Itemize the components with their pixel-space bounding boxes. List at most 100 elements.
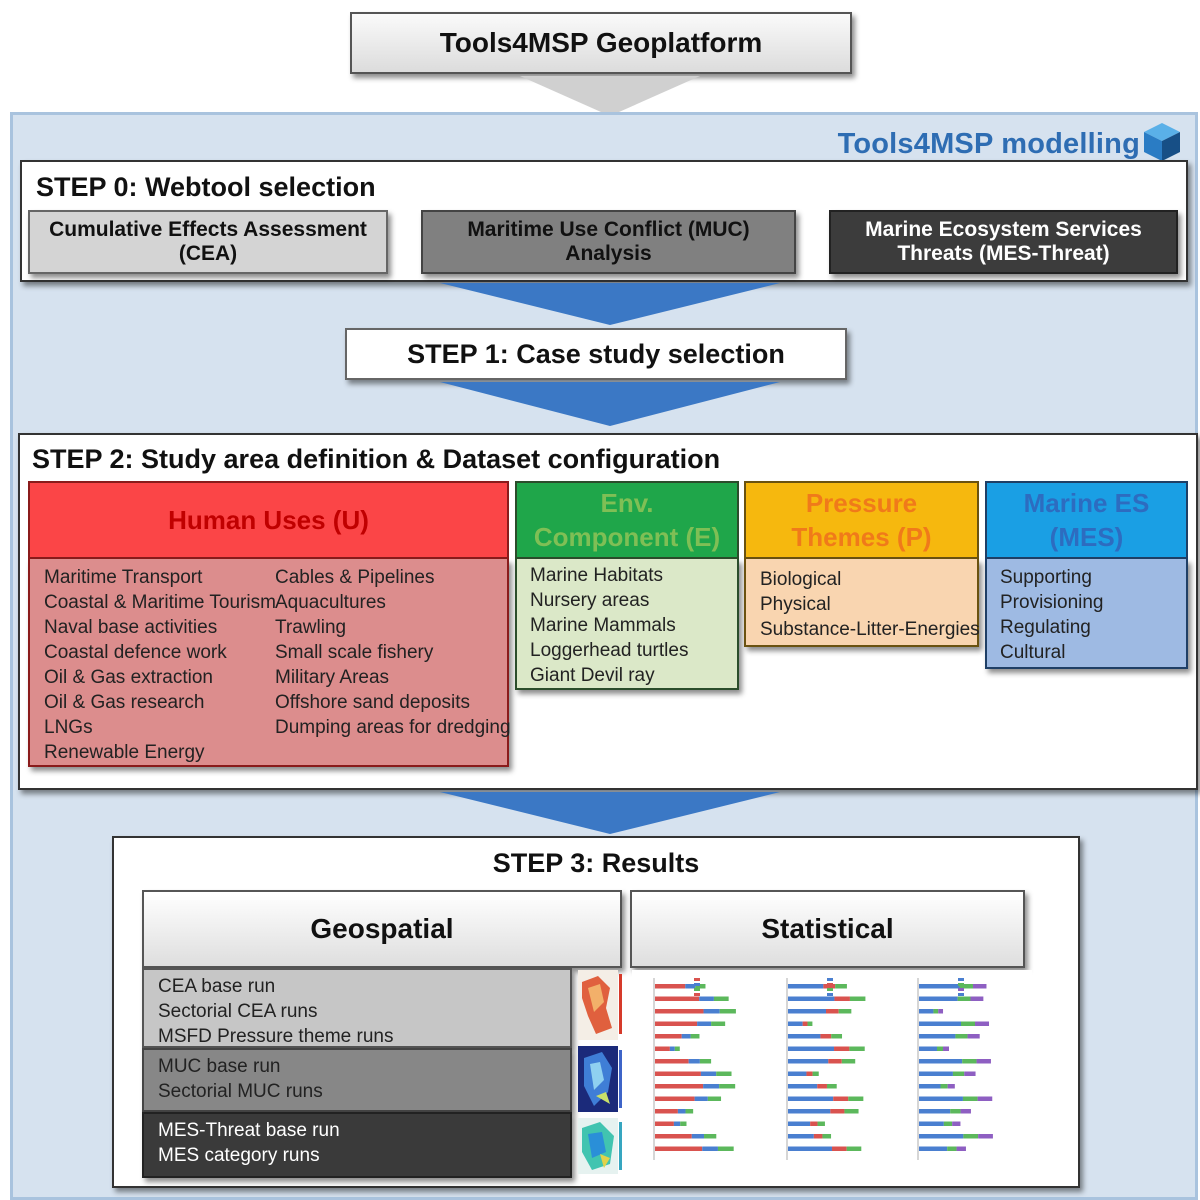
step2-title: STEP 2: Study area definition & Dataset …	[32, 444, 721, 474]
chart-bar	[919, 984, 960, 989]
chart-bar	[972, 984, 987, 989]
chart-bar	[826, 1084, 837, 1089]
chart-bar	[823, 984, 836, 989]
chart-bar	[704, 1134, 717, 1139]
muc-runs-box: MUC base run Sectorial MUC runs	[142, 1048, 572, 1112]
list-item: Small scale fishery	[275, 642, 434, 663]
chart-bar	[810, 1121, 818, 1126]
chart-bar	[976, 1059, 991, 1064]
chart-bar	[919, 1009, 934, 1014]
list-item: Sectorial CEA runs	[158, 1001, 318, 1022]
list-item: LNGs	[44, 717, 93, 738]
chart-bar	[655, 1096, 695, 1101]
chart-bar	[655, 1121, 674, 1126]
chart-bar	[788, 1134, 814, 1139]
marine-es-body	[985, 559, 1188, 669]
list-item: Nursery areas	[530, 590, 650, 611]
chart-bar	[717, 1146, 734, 1151]
chart-bar	[788, 1046, 835, 1051]
chart-bar	[962, 1096, 978, 1101]
chart-bar	[802, 1021, 808, 1026]
list-item: Sectorial MUC runs	[158, 1081, 323, 1102]
chart-bar	[703, 1084, 720, 1089]
chart-bar	[691, 1134, 705, 1139]
cea-tool-box: Cumulative Effects Assessment (CEA)	[28, 210, 388, 274]
list-item: MSFD Pressure theme runs	[158, 1026, 394, 1047]
chart-bar	[919, 1071, 953, 1076]
geoplatform-title: Tools4MSP Geoplatform	[439, 27, 763, 58]
human-uses-list-left: Maritime Transport Coastal & Maritime To…	[44, 565, 276, 765]
chart-bar	[919, 1134, 964, 1139]
chart-bar	[655, 1046, 670, 1051]
list-item: Maritime Transport	[44, 567, 203, 588]
chart-bar	[788, 984, 824, 989]
chart-bar	[707, 1096, 722, 1101]
chart-bar	[938, 1009, 944, 1014]
chart-bar	[673, 1121, 681, 1126]
chart-bar	[919, 1021, 962, 1026]
list-item: Marine Mammals	[530, 615, 676, 636]
chart-bar	[699, 996, 714, 1001]
geospatial-header: Geospatial	[142, 890, 622, 968]
chart-legend-swatch	[958, 993, 964, 996]
cea-tool-label: Cumulative Effects Assessment (CEA)	[49, 218, 367, 265]
chart-bar	[849, 996, 866, 1001]
chart-legend-swatch	[958, 983, 964, 986]
list-item: Cables & Pipelines	[275, 567, 435, 588]
down-arrow-blue-3	[440, 792, 780, 834]
step0-title: STEP 0: Webtool selection	[36, 172, 376, 202]
chart-bar	[919, 1059, 963, 1064]
list-item: Trawling	[275, 617, 347, 638]
chart-bar	[942, 1046, 949, 1051]
pressure-themes-body	[744, 559, 979, 647]
chart-bar	[959, 984, 973, 989]
pressure-themes-header: Pressure Themes (P)	[744, 481, 979, 559]
chart-bar	[719, 1084, 736, 1089]
env-component-title: Env. Component (E)	[533, 488, 721, 552]
chart-bar	[952, 1121, 961, 1126]
chart-bar	[961, 1021, 976, 1026]
chart-legend-swatch	[694, 988, 700, 991]
chart-bar	[960, 1109, 971, 1114]
chart-legend-swatch	[827, 978, 833, 981]
pressure-themes-list: Biological Physical Substance-Litter-Ene…	[760, 567, 980, 642]
chart-bar	[788, 1071, 807, 1076]
chart-bar	[947, 1146, 957, 1151]
chart-legend-swatch	[827, 983, 833, 986]
chart-bar	[838, 1009, 852, 1014]
chart-bar	[694, 1096, 708, 1101]
step1-title: STEP 1: Case study selection	[407, 338, 785, 369]
list-item: Oil & Gas extraction	[44, 667, 213, 688]
chart-bar	[957, 996, 971, 1001]
chart-bar	[817, 1121, 825, 1126]
chart-bar	[846, 1146, 862, 1151]
chart-bar	[655, 1059, 689, 1064]
chart-bar	[844, 1109, 859, 1114]
geospatial-title: Geospatial	[310, 913, 454, 944]
chart-bar	[977, 1096, 993, 1101]
chart-legend-swatch	[827, 988, 833, 991]
human-uses-header: Human Uses (U)	[28, 481, 509, 559]
chart-bar	[919, 1084, 941, 1089]
chart-bar	[919, 1034, 956, 1039]
chart-bar	[919, 1121, 944, 1126]
chart-bar	[697, 1021, 712, 1026]
chart-bar	[813, 1134, 823, 1139]
list-item: Regulating	[1000, 617, 1091, 638]
chart-bar	[655, 1146, 703, 1151]
chart-bar	[680, 1121, 687, 1126]
chart-bar	[962, 1059, 977, 1064]
muc-map-thumbnail	[578, 1046, 622, 1112]
down-arrow-blue-1	[440, 283, 780, 325]
chart-bar	[655, 984, 686, 989]
list-item: CEA base run	[158, 976, 276, 997]
chart-bar	[788, 1009, 827, 1014]
muc-tool-label: Maritime Use Conflict (MUC) Analysis	[467, 218, 750, 265]
chart-bar	[828, 1059, 842, 1064]
cube-icon	[1144, 123, 1180, 161]
step3-title: STEP 3: Results	[492, 848, 700, 878]
chart-bar	[699, 1059, 712, 1064]
chart-bar	[963, 1134, 979, 1139]
chart-bar	[703, 1009, 720, 1014]
list-item: Dumping areas for dredging	[275, 717, 511, 738]
